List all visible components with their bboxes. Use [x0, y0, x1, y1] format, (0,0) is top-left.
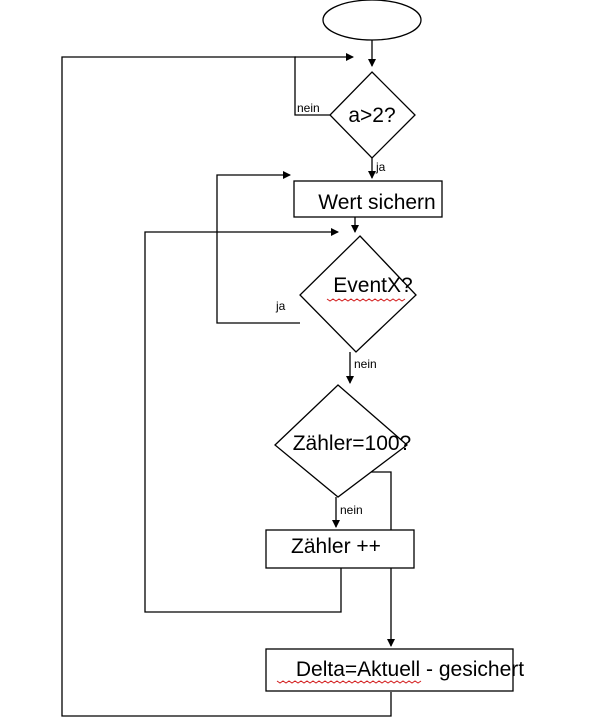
increment-box [265, 529, 415, 569]
increment-loop-arrow [144, 228, 342, 613]
event-yes-loop-arrow [216, 171, 300, 324]
cond-a-no-label: nein [297, 101, 320, 115]
cond-a-diamond [329, 71, 416, 159]
edge-labels: nein ja ja nein nein [275, 101, 386, 517]
spellcheck-underline-delta [276, 680, 422, 684]
node-labels: a>2? Wert sichern EventX? Zähler=100? Zä… [291, 104, 524, 681]
counter-check-no-label: nein [340, 503, 363, 517]
cond-a-label: a>2? [348, 104, 395, 127]
save-box [293, 180, 443, 218]
event-yes-label: ja [275, 299, 286, 313]
cond-a-yes-label: ja [375, 160, 386, 174]
cond-a-no-loop-arrow [294, 53, 354, 116]
event-no-label: nein [354, 357, 377, 371]
delta-label: Delta=Aktuell - gesichert [296, 658, 524, 681]
event-diamond [299, 235, 417, 353]
save-label: Wert sichern [318, 191, 435, 214]
delta-loop-arrow [61, 56, 392, 717]
event-label: EventX? [333, 274, 412, 297]
counter-check-label: Zähler=100? [293, 432, 412, 455]
counter-check-yes-arrow [368, 471, 395, 647]
delta-box [265, 648, 514, 692]
connectors [61, 40, 395, 717]
spellcheck-underlines [276, 298, 422, 684]
increment-label: Zähler ++ [291, 535, 381, 558]
start-terminal [322, 0, 422, 41]
counter-check-diamond [274, 384, 409, 498]
shapes [265, 0, 514, 692]
spellcheck-underline-eventx [326, 298, 406, 302]
